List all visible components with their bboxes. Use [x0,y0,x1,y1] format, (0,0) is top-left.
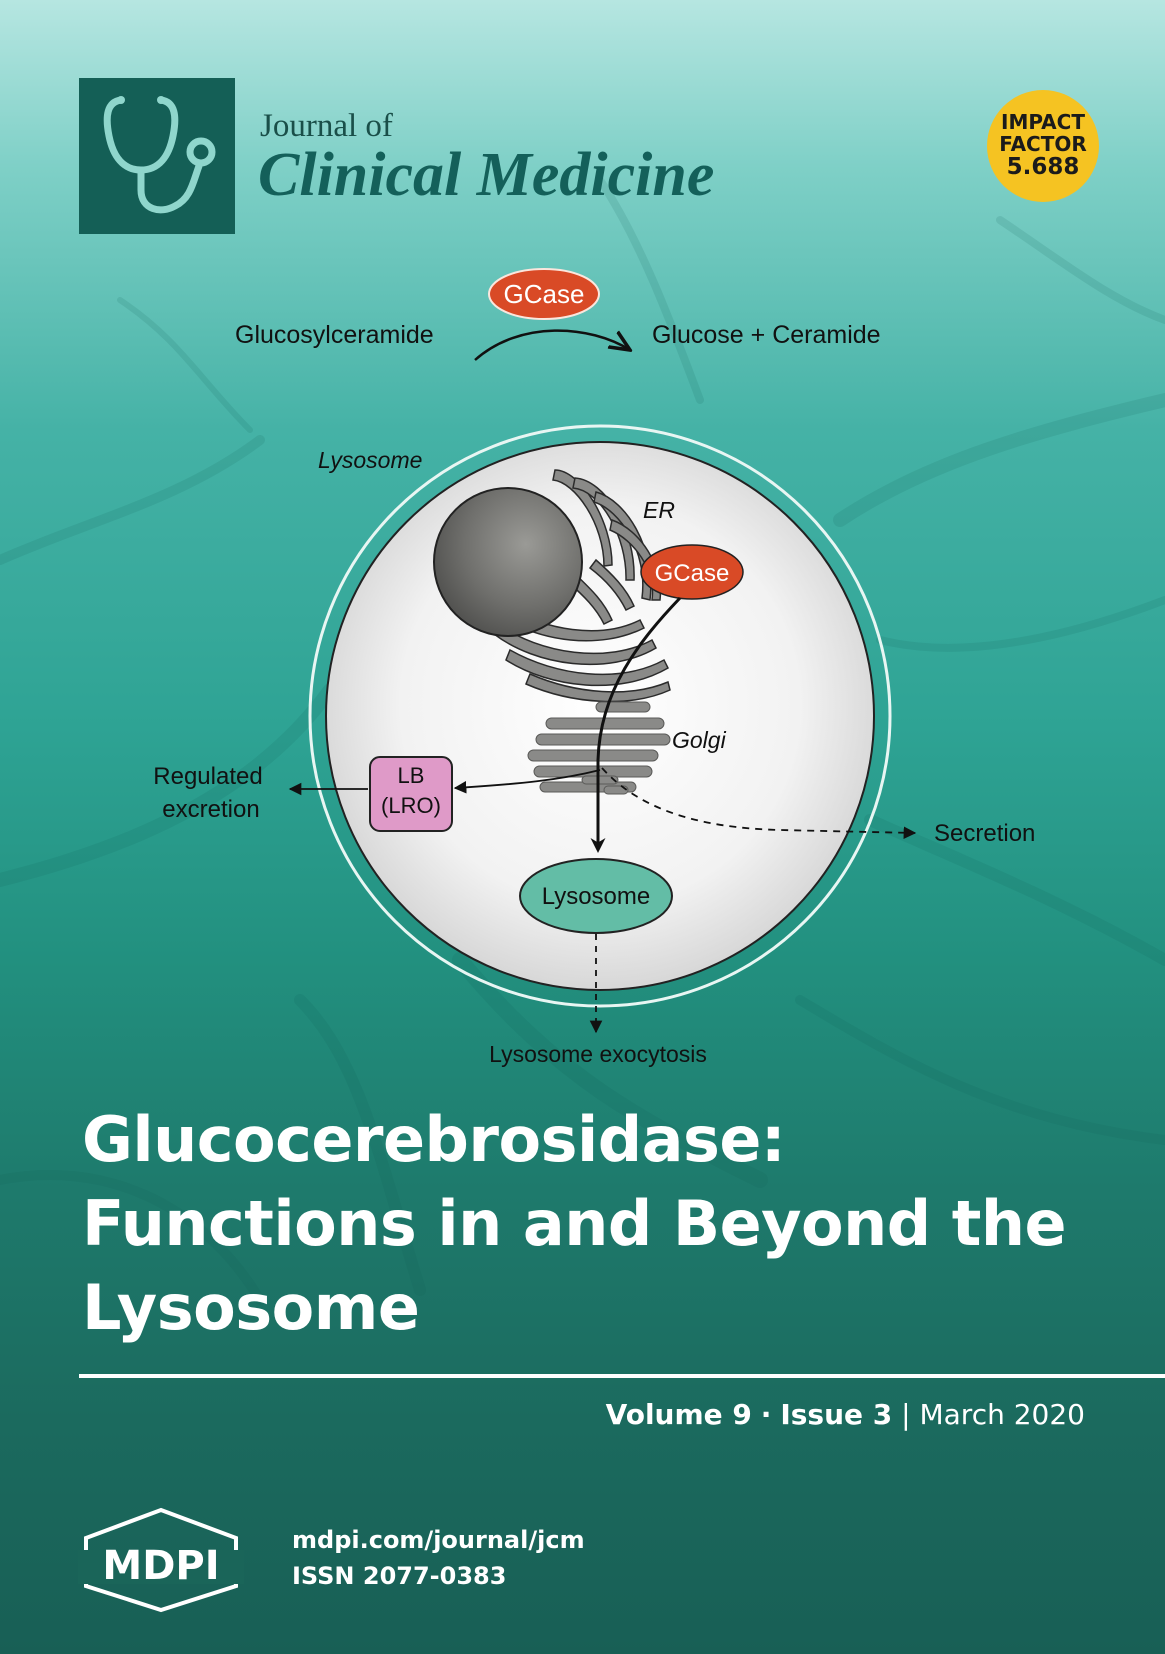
journal-logo [79,78,235,234]
impact-value: 5.688 [1006,154,1080,181]
mdpi-logo-text: MDPI [102,1543,219,1589]
nucleus [433,487,583,637]
cell-label: Lysosome [318,447,422,473]
lb-lro-box [369,756,453,832]
issue-info: Volume 9 · Issue 3 | March 2020 [606,1398,1085,1431]
impact-label-2: FACTOR [999,131,1087,156]
er-gcase-oval [640,544,744,600]
secretion-arrow [601,767,917,840]
issue-date: March 2020 [919,1398,1085,1431]
issue-separator: · [760,1398,772,1431]
golgi-apparatus [527,701,671,795]
lysosome-organelle [519,858,673,934]
journal-name: Clinical Medicine [258,141,715,209]
article-title-line-3: Lysosome [82,1271,420,1344]
lysosome-label: Lysosome [542,883,651,910]
er-gcase-label: GCase [655,560,730,587]
excretion-label: excretion [162,796,259,823]
reaction-gcase-oval [488,268,600,320]
issn-label: ISSN 2077-0383 [292,1562,507,1590]
er-label: ER [643,497,675,523]
volume-label: Volume 9 [605,1398,752,1431]
title-divider [79,1374,1165,1378]
article-title-line-1: Glucocerebrosidase: [82,1103,786,1176]
impact-label-1: IMPACT [1001,109,1085,134]
article-title: Glucocerebrosidase: Functions in and Bey… [82,1098,1142,1350]
secretion-label: Secretion [934,820,1035,847]
regulated-label: Regulated [153,763,262,790]
to-lb-arrow [453,769,601,794]
products-label: Glucose + Ceramide [652,321,881,349]
trafficking-arrow [590,596,682,853]
impact-factor-badge: IMPACT FACTOR 5.688 [987,90,1099,202]
golgi-label: Golgi [672,727,727,753]
journal-url[interactable]: mdpi.com/journal/jcm [292,1526,585,1554]
reaction-gcase-label: GCase [504,279,585,309]
reaction-arrow [474,329,630,361]
exocytosis-label: Lysosome exocytosis [489,1041,707,1067]
journal-prefix: Journal of [260,108,393,144]
lro-label: (LRO) [381,793,441,818]
stethoscope-icon [103,96,216,214]
lb-label: LB [398,763,425,788]
article-title-line-2: Functions in and Beyond the [82,1187,1067,1260]
issue-divider: | [901,1398,911,1431]
gcase-pathway-diagram: GCase Glucosylceramide Glucose + Ceramid… [153,268,1035,1067]
er-cisternae [493,469,671,703]
substrate-label: Glucosylceramide [235,321,434,349]
issue-number: Issue 3 [780,1398,893,1431]
mdpi-logo: MDPI [78,1507,244,1613]
cell-outer-ring [308,424,892,1008]
